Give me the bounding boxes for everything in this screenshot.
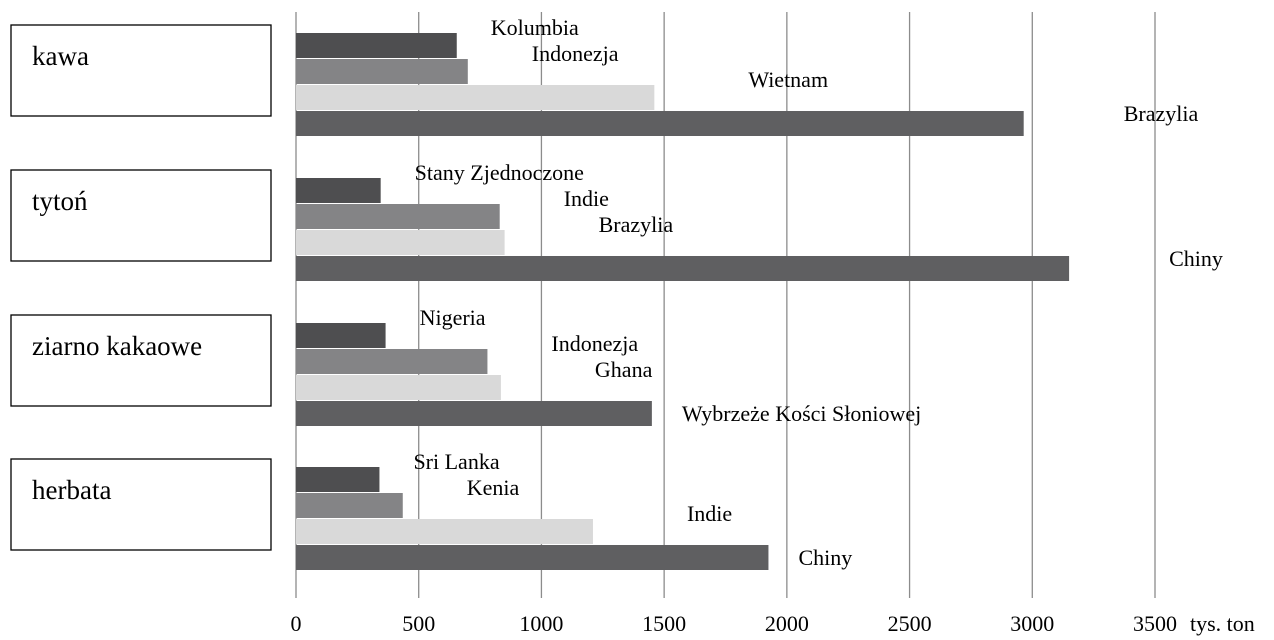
- bar-country-label: Ghana: [595, 357, 653, 382]
- bar-country-label: Chiny: [1169, 246, 1223, 271]
- x-tick-label: 500: [402, 611, 435, 636]
- category-boxes: kawa tytoń ziarno kakaowe herbata: [10, 24, 272, 551]
- x-tick-label: 2000: [765, 611, 809, 636]
- bar: [296, 85, 655, 110]
- category-box: [10, 458, 272, 551]
- bar: [296, 59, 468, 84]
- bar: [296, 519, 593, 544]
- bar: [296, 230, 505, 255]
- category-box: [10, 314, 272, 407]
- bar: [296, 401, 652, 426]
- bar-country-label: Brazylia: [1124, 101, 1199, 126]
- bar: [296, 493, 403, 518]
- bar-country-label: Indie: [687, 501, 732, 526]
- bar-country-label: Kenia: [467, 475, 520, 500]
- bar-country-label: Wybrzeże Kości Słoniowej: [682, 401, 921, 426]
- bar-country-label: Nigeria: [420, 305, 486, 330]
- bar: [296, 256, 1070, 281]
- x-tick-label: 0: [291, 611, 302, 636]
- bar: [296, 323, 386, 348]
- bar: [296, 204, 500, 229]
- bar-country-label: Brazylia: [599, 212, 674, 237]
- x-tick-label: 1500: [642, 611, 686, 636]
- bar-country-label: Kolumbia: [491, 15, 579, 40]
- bar-country-label: Indie: [564, 186, 609, 211]
- bar-country-label: Sri Lanka: [413, 449, 499, 474]
- bar: [296, 178, 381, 203]
- category-label: ziarno kakaowe: [32, 331, 202, 361]
- category-box: [10, 169, 272, 262]
- bar: [296, 111, 1024, 136]
- x-tick-label: 3500: [1133, 611, 1177, 636]
- bar: [296, 349, 488, 374]
- x-tick-label: 2500: [888, 611, 932, 636]
- x-tick-label: 3000: [1010, 611, 1054, 636]
- category-label: tytoń: [32, 186, 88, 216]
- bar-country-label: Stany Zjednoczone: [415, 160, 584, 185]
- bar: [296, 33, 457, 58]
- x-axis-unit-label: tys. ton: [1190, 611, 1255, 636]
- bar-country-label: Chiny: [798, 545, 852, 570]
- bar-country-label: Indonezja: [532, 41, 619, 66]
- category-label: kawa: [32, 41, 89, 71]
- category-label: herbata: [32, 475, 111, 505]
- x-axis-ticks: 0 500 1000 1500 2000 2500 3000 3500: [291, 611, 1178, 636]
- bar: [296, 545, 769, 570]
- bar: [296, 467, 380, 492]
- bar: [296, 375, 501, 400]
- bar-country-label: Wietnam: [748, 67, 828, 92]
- x-tick-label: 1000: [519, 611, 563, 636]
- bar-country-label: Indonezja: [551, 331, 638, 356]
- category-box: [10, 24, 272, 117]
- bars: [296, 33, 1070, 570]
